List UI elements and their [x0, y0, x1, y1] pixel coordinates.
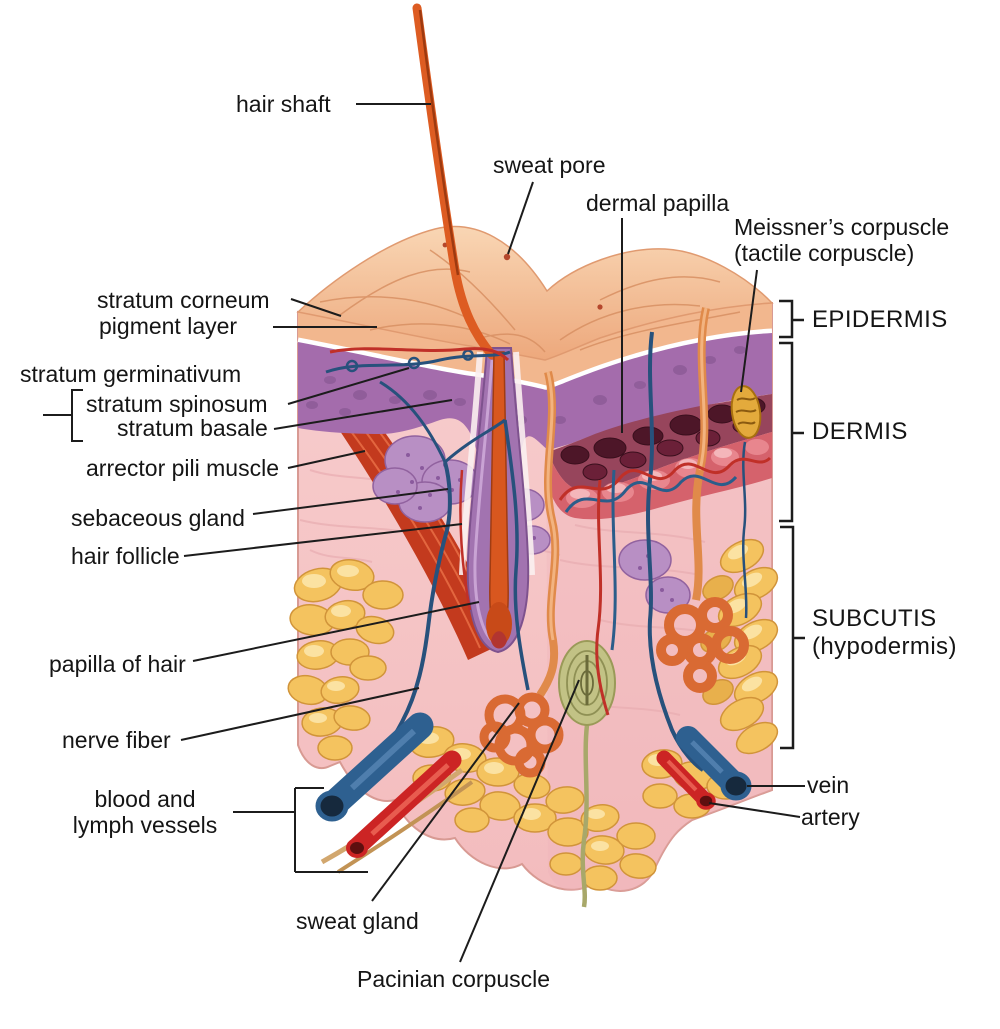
- leader-nerve-fiber: [180, 687, 420, 741]
- pacinian-corpuscle-graphic: [558, 640, 616, 908]
- label-epidermis: EPIDERMIS: [812, 306, 948, 333]
- vein-artery-right: [656, 726, 752, 810]
- label-pigment-layer: pigment layer: [99, 313, 238, 339]
- leader-meissners: [740, 269, 758, 393]
- hair-shaft-graphic: [412, 3, 512, 649]
- skin-block: [287, 3, 779, 908]
- bracket-germinativum: [43, 389, 83, 442]
- label-papilla-of-hair: papilla of hair: [49, 651, 186, 677]
- blood-lymph-vessels-graphic: [315, 712, 474, 874]
- skin-surface-top: [296, 225, 774, 361]
- pore-dot: [442, 242, 448, 248]
- label-blood-lymph-line2: lymph vessels: [72, 812, 218, 838]
- leader-lines: [43, 103, 805, 963]
- label-artery: artery: [801, 804, 860, 830]
- bracket-epidermis: [779, 299, 804, 339]
- label-blood-lymph-vessels: blood and lymph vessels: [58, 786, 232, 838]
- label-pacinian-corpuscle: Pacinian corpuscle: [357, 966, 551, 992]
- leader-stratum-spinosum: [287, 367, 410, 405]
- leader-sweat-gland: [371, 702, 520, 902]
- layer-brackets: [779, 299, 805, 750]
- label-meissners-corpuscle: Meissner’s corpuscle (tactile corpuscle): [734, 214, 949, 266]
- sweat-pore-dot: [503, 253, 511, 261]
- leader-sweat-pore: [507, 181, 534, 255]
- label-sweat-pore: sweat pore: [493, 152, 606, 178]
- label-stratum-spinosum: stratum spinosum: [86, 391, 268, 417]
- label-hair-shaft: hair shaft: [236, 91, 331, 117]
- label-hair-follicle: hair follicle: [71, 543, 180, 569]
- leader-stratum-corneum: [290, 298, 342, 317]
- label-dermal-papilla: dermal papilla: [586, 190, 730, 216]
- stratum-corneum-band: [298, 303, 772, 386]
- label-subcutis: SUBCUTIS (hypodermis): [812, 605, 957, 661]
- leader-papilla-of-hair: [192, 601, 480, 662]
- leader-artery: [708, 802, 801, 818]
- label-arrector-pili-muscle: arrector pili muscle: [86, 455, 279, 481]
- bracket-blood-lymph: [233, 787, 368, 873]
- papilla-of-hair-graphic: [491, 631, 507, 649]
- label-subcutis-line2: (hypodermis): [812, 633, 957, 660]
- label-stratum-basale: stratum basale: [117, 415, 268, 441]
- leader-pacinian: [459, 679, 580, 963]
- label-stratum-corneum: stratum corneum: [97, 287, 270, 313]
- label-dermis: DERMIS: [812, 418, 908, 445]
- leader-arrector-pili: [287, 450, 366, 469]
- leader-sebaceous-gland: [252, 488, 449, 515]
- label-blood-lymph-line1: blood and: [94, 786, 196, 812]
- label-nerve-fiber: nerve fiber: [62, 727, 171, 753]
- sweat-gland-coil: [479, 692, 564, 778]
- leader-stratum-basale: [273, 399, 453, 430]
- sweat-duct-right: [692, 307, 710, 601]
- epidermis-mottling: [306, 346, 746, 425]
- pore-dot: [597, 304, 603, 310]
- epidermis-purple-band: [298, 333, 772, 500]
- label-meissners-line2: (tactile corpuscle): [734, 240, 915, 266]
- label-meissners-line1: Meissner’s corpuscle: [734, 214, 950, 240]
- bracket-subcutis: [780, 525, 805, 750]
- label-stratum-germinativum: stratum germinativum: [20, 361, 242, 387]
- leader-hair-follicle: [183, 523, 463, 557]
- label-sweat-gland: sweat gland: [296, 908, 419, 934]
- label-vein: vein: [807, 772, 850, 798]
- label-sebaceous-gland: sebaceous gland: [71, 505, 245, 531]
- label-subcutis-line1: SUBCUTIS: [812, 605, 937, 632]
- blood-vessels-small: [329, 347, 772, 716]
- bracket-dermis: [779, 341, 804, 523]
- sweat-duct-center: [536, 371, 560, 698]
- vessel-knot-right: [656, 597, 749, 693]
- hair-bulb: [486, 602, 512, 646]
